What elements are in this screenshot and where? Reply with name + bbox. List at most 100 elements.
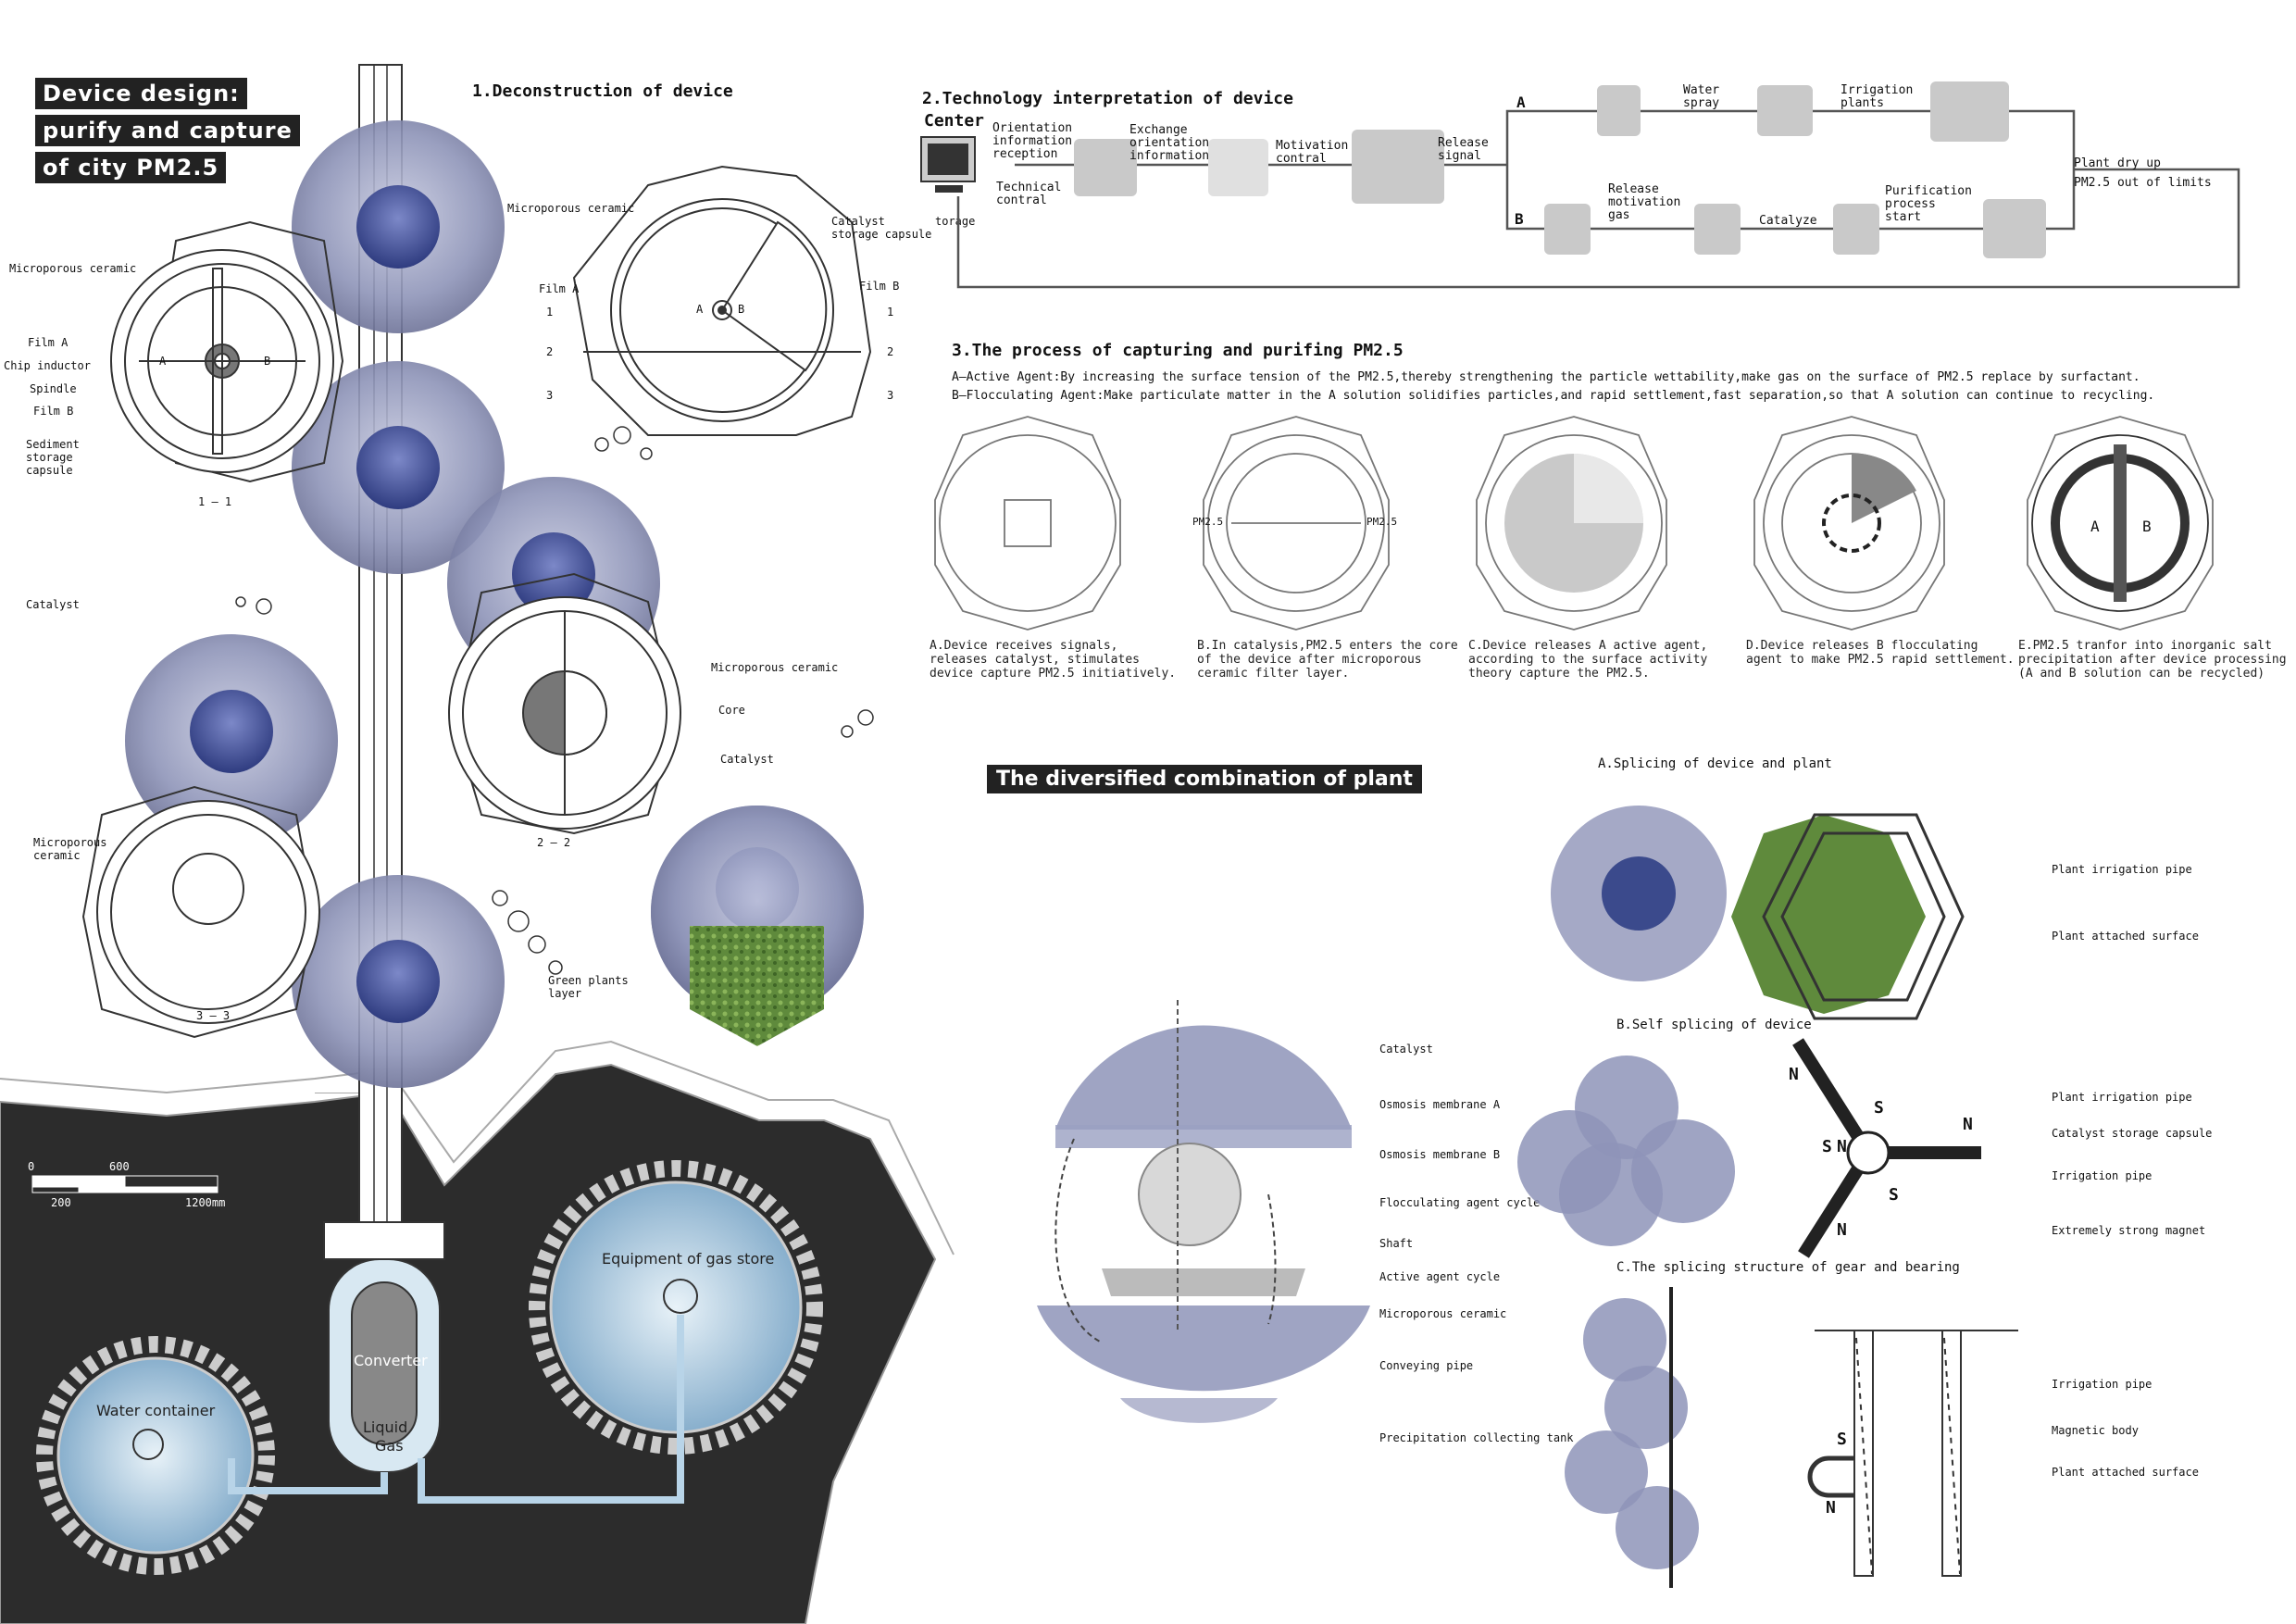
splicing-b-title: B.Self splicing of device: [1616, 1018, 1812, 1032]
label-microporous-ceramic-mid: Microporous ceramic: [711, 661, 839, 674]
label-catalyst-storage-tail: torage: [935, 215, 976, 228]
splicing-b-irrigation-pipe: Irrigation pipe: [2052, 1169, 2152, 1182]
flow-release-signal: Release signal: [1438, 136, 1489, 163]
title-line-3: of city PM2.5: [35, 152, 227, 183]
label-liquid: Liquid: [363, 1418, 408, 1436]
flow-center: Center: [924, 111, 985, 131]
label-section-3-3: 3 — 3: [196, 1009, 231, 1022]
caption-e: E.PM2.5 tranfor into inorganic salt prec…: [2018, 639, 2287, 681]
flow-exchange: Exchange orientation information: [1129, 123, 1210, 163]
flow-box-release: [1352, 130, 1444, 204]
flow-box-exchange: [1074, 139, 1137, 196]
label-section-1-1: 1 — 1: [198, 495, 232, 508]
label-catalyst-storage: Catalyst storage capsule: [831, 215, 932, 241]
pole-n-c: N: [1826, 1498, 1836, 1518]
flow-box-irrigation: [1757, 85, 1813, 136]
splicing-b-plant-irrigation: Plant irrigation pipe: [2052, 1091, 2192, 1104]
process-pm-left: PM2.5: [1192, 516, 1224, 528]
flow-box-catalyze: [1694, 204, 1741, 255]
label-section-2-2: 2 — 2: [537, 836, 571, 849]
water-container-gear: [36, 1336, 275, 1575]
process-diagrams: [934, 416, 2214, 631]
label-chip-inductor: Chip inductor: [4, 359, 91, 372]
label-film-a-top: Film A: [539, 282, 580, 295]
agent-a-text: A—Active Agent:By increasing the surface…: [952, 370, 2140, 384]
label-b-center: B: [738, 303, 745, 316]
label-num-3-right: 3: [887, 389, 894, 402]
scale-600: 600: [109, 1160, 130, 1173]
splicing-a-title: A.Splicing of device and plant: [1598, 756, 1832, 771]
caption-d: D.Device releases B flocculating agent t…: [1746, 639, 2015, 667]
label-core: Core: [718, 704, 745, 717]
splicing-c-magnetic: Magnetic body: [2052, 1424, 2139, 1437]
label-water-container: Water container: [96, 1402, 216, 1419]
label-num-1-right: 1: [887, 306, 894, 319]
process-pm-right: PM2.5: [1366, 516, 1398, 528]
scale-1200: 1200mm: [185, 1196, 226, 1209]
label-num-2-right: 2: [887, 345, 894, 358]
agent-b-text: B—Flocculating Agent:Make particulate ma…: [952, 389, 2155, 403]
label-microporous-ceramic-top: Microporous ceramic: [507, 202, 635, 215]
process-e-a: A: [2090, 518, 2100, 535]
label-green-plants: Green plants layer: [548, 974, 629, 1000]
title-line-1: Device design:: [35, 78, 247, 109]
splicing-a-irrigation: Plant irrigation pipe: [2052, 863, 2192, 876]
section3-title: 3.The process of capturing and purifing …: [952, 341, 1404, 360]
label-spindle: Spindle: [30, 382, 77, 395]
deconstruction-drawing: [31, 64, 874, 1575]
pole-n-4: N: [1837, 1220, 1847, 1240]
exploded-label-catalyst: Catalyst: [1379, 1043, 1433, 1056]
pole-n-3: N: [1963, 1115, 1973, 1134]
scale-bar: [31, 1175, 218, 1193]
section4-title: The diversified combination of plant: [987, 765, 1422, 793]
exploded-label-shaft: Shaft: [1379, 1237, 1414, 1250]
label-a-center: A: [696, 303, 704, 316]
flow-box-plant: [1930, 81, 2009, 142]
exploded-label-microporous: Microporous ceramic: [1379, 1307, 1507, 1320]
scale-200: 200: [51, 1196, 71, 1209]
splicing-c-title: C.The splicing structure of gear and bea…: [1616, 1260, 1960, 1275]
plant-device: [651, 806, 864, 1046]
flow-box-motivation: [1208, 139, 1268, 196]
section-1-1: [110, 220, 344, 483]
computer-icon: [920, 136, 976, 193]
flow-box-release-gas: [1544, 204, 1591, 255]
exploded-label-flocculating: Flocculating agent cycle: [1379, 1196, 1541, 1209]
section-3-3: [81, 785, 320, 1039]
gas-store-gear: [529, 1160, 823, 1455]
flow-irrigation-plants: Irrigation plants: [1841, 83, 1914, 110]
exploded-label-conveying: Conveying pipe: [1379, 1359, 1474, 1372]
flow-technical: Technical contral: [996, 181, 1062, 207]
label-a-left: A: [159, 355, 167, 368]
flow-box-water-spray: [1597, 85, 1641, 136]
label-sediment: Sediment storage capsule: [26, 438, 80, 477]
pole-n-1: N: [1789, 1065, 1799, 1084]
exploded-label-osmosis-a: Osmosis membrane A: [1379, 1098, 1501, 1111]
label-num-1-left: 1: [546, 306, 554, 319]
converter: [228, 1221, 684, 1504]
section-2-2: [448, 572, 681, 835]
label-num-3-left: 3: [546, 389, 554, 402]
label-num-2-left: 2: [546, 345, 554, 358]
flow-plant-dry: Plant dry up: [2074, 156, 2161, 170]
title-line-2: purify and capture: [35, 115, 300, 146]
splicing-c-irrigation: Irrigation pipe: [2052, 1378, 2152, 1391]
pole-s-2: S: [1822, 1137, 1832, 1156]
exploded-label-precipitation: Precipitation collecting tank: [1379, 1431, 1574, 1444]
label-film-b-left: Film B: [33, 405, 74, 418]
flow-box-purified: [1983, 199, 2046, 258]
caption-a: A.Device receives signals, releases cata…: [930, 639, 1177, 681]
device-plan: [572, 165, 872, 436]
exploded-label-osmosis-b: Osmosis membrane B: [1379, 1148, 1501, 1161]
pole-s-c: S: [1837, 1430, 1847, 1449]
label-film-a-left: Film A: [28, 336, 69, 349]
splicing-b-magnet: Extremely strong magnet: [2052, 1224, 2206, 1237]
flow-orientation: Orientation information reception: [992, 121, 1073, 161]
pole-n-2: N: [1837, 1137, 1847, 1156]
splicing-b-catalyst-storage: Catalyst storage capsule: [2052, 1127, 2213, 1140]
section1-title: 1.Deconstruction of device: [472, 81, 733, 101]
section2-title: 2.Technology interpretation of device: [922, 89, 1293, 108]
label-film-b-top: Film B: [859, 280, 900, 293]
exploded-label-active-agent: Active agent cycle: [1379, 1270, 1501, 1283]
flow-motivation: Motivation contral: [1276, 139, 1349, 166]
